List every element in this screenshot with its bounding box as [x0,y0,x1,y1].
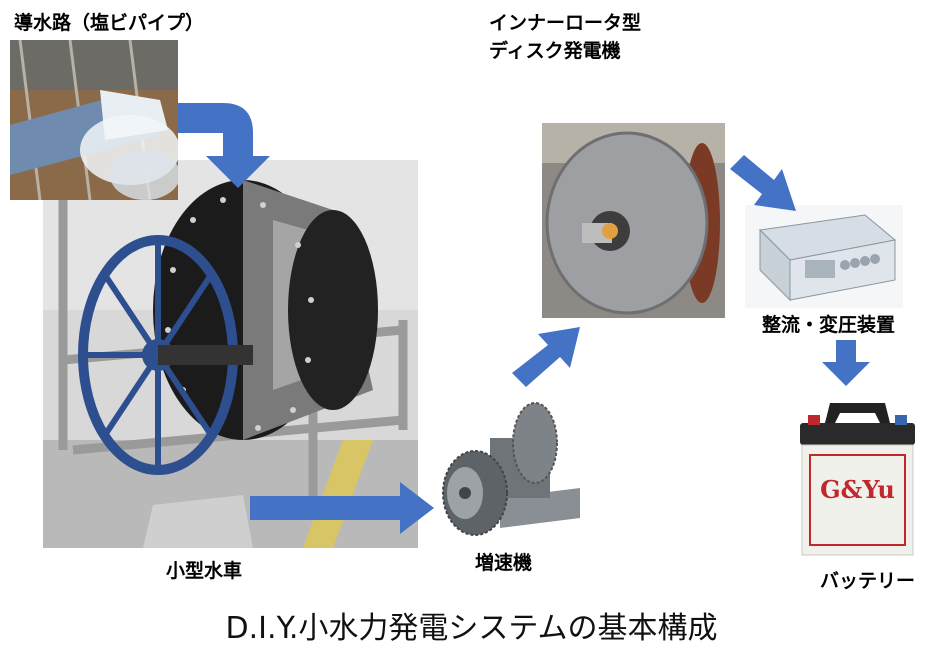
generator-photo [542,123,725,318]
label-generator-line1: インナーロータ型 [489,12,642,34]
label-battery: バッテリー [820,570,916,592]
label-rectifier: 整流・変圧装置 [762,314,896,336]
label-conduit: 導水路（塩ビパイプ） [14,12,205,34]
flow-arrow-rectifier-to-battery [822,340,870,386]
label-gearbox: 増速機 [475,552,533,574]
rectifier-photo [745,205,903,308]
flow-arrow-wheel-to-gearbox [250,482,434,534]
label-waterwheel: 小型水車 [166,560,243,582]
battery-brand: G&Yu [820,475,895,504]
flow-arrow-conduit-to-wheel [178,103,270,188]
battery-photo: G&Yu [790,393,925,563]
waterwheel-photo [43,160,418,548]
label-generator-line2: ディスク発電機 [489,40,621,62]
flow-arrow-gearbox-to-generator [512,327,580,387]
conduit-photo [10,40,178,200]
gearbox-photo [430,398,590,546]
flow-arrow-generator-to-rectifier [730,155,796,211]
figure-caption: D.I.Y.小水力発電システムの基本構成 [225,611,718,646]
